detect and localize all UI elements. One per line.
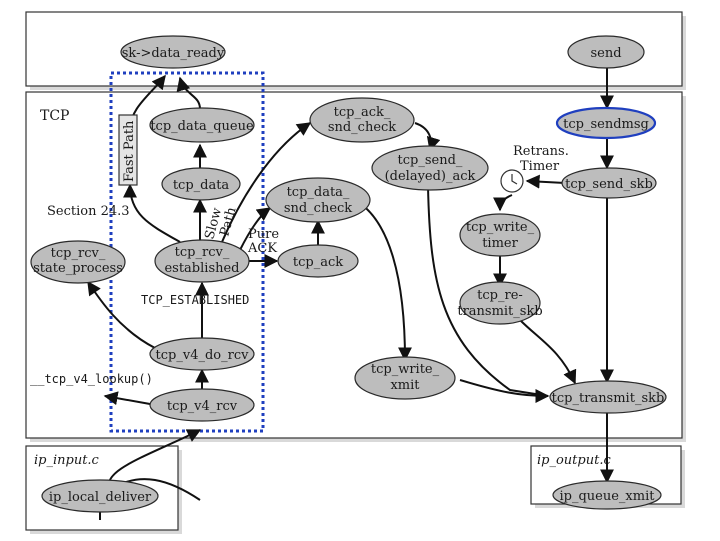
node-tcp-v4-rcv: tcp_v4_rcv xyxy=(149,388,255,422)
node-label: transmit_skb xyxy=(457,304,542,319)
node-label: tcp_transmit_skb xyxy=(552,391,665,406)
node-label: tcp_data_queue xyxy=(150,119,254,134)
node-send: send xyxy=(567,35,645,69)
node-label: tcp_send_skb xyxy=(565,177,653,192)
node-label: sk->data_ready xyxy=(122,46,225,61)
node-label: snd_check xyxy=(328,120,396,135)
node-label: tcp_data_ xyxy=(287,185,350,200)
node-tcp-send-skb: tcp_send_skb xyxy=(561,167,657,199)
node-tcp-data: tcp_data xyxy=(161,167,241,201)
lookup-label: __tcp_v4_lookup() xyxy=(30,372,153,386)
node-label: tcp_rcv_ xyxy=(51,246,106,261)
timer-clock-icon xyxy=(500,169,524,193)
node-label: (delayed)_ack xyxy=(385,169,476,184)
section-label: Section 24.3 xyxy=(47,204,130,219)
node-tcp-ack-snd-check: tcp_ack_ snd_check xyxy=(309,97,415,143)
edges xyxy=(87,65,614,520)
node-ip-queue-xmit: ip_queue_xmit xyxy=(552,480,662,510)
node-tcp-write-timer: tcp_write_ timer xyxy=(459,213,541,257)
node-tcp-send-delayed-ack: tcp_send_ (delayed)_ack xyxy=(371,145,489,191)
node-label: ip_queue_xmit xyxy=(560,489,656,504)
node-tcp-ack: tcp_ack xyxy=(277,244,359,278)
node-label: send xyxy=(590,46,621,61)
node-label: established xyxy=(164,261,239,276)
node-label: ip_local_deliver xyxy=(49,490,152,505)
node-tcp-retransmit-skb: tcp_re- transmit_skb xyxy=(457,281,543,325)
tcp-established-label: TCP_ESTABLISHED xyxy=(141,293,249,307)
retrans-timer-label-2: Timer xyxy=(520,159,560,174)
ip-input-label: ip_input.c xyxy=(34,453,100,468)
tcp-region-label: TCP xyxy=(40,108,69,124)
node-label: snd_check xyxy=(284,201,352,216)
node-tcp-write-xmit: tcp_write_ xmit xyxy=(354,356,456,400)
node-label: tcp_ack_ xyxy=(334,105,391,120)
node-tcp-data-queue: tcp_data_queue xyxy=(149,107,255,143)
node-label: tcp_rcv_ xyxy=(175,245,230,260)
node-label: tcp_ack xyxy=(293,255,343,270)
pure-ack-label-1: Pure xyxy=(248,227,279,242)
node-tcp-rcv-state-process: tcp_rcv_ state_process xyxy=(30,240,126,284)
node-tcp-transmit-skb: tcp_transmit_skb xyxy=(549,380,667,414)
node-tcp-rcv-established: tcp_rcv_ established xyxy=(154,239,250,283)
node-tcp-sendmsg: tcp_sendmsg xyxy=(555,106,657,140)
ip-output-label: ip_output.c xyxy=(537,453,611,468)
node-label: tcp_sendmsg xyxy=(563,117,649,132)
node-label: tcp_write_ xyxy=(466,220,535,235)
node-label: tcp_write_ xyxy=(371,362,440,377)
fast-path-label: Fast Path xyxy=(122,120,137,182)
fast-path-tag: Fast Path xyxy=(118,114,138,186)
node-label: state_process xyxy=(33,261,123,276)
node-label: timer xyxy=(482,236,518,251)
node-label: tcp_v4_rcv xyxy=(167,399,238,414)
node-tcp-v4-do-rcv: tcp_v4_do_rcv xyxy=(149,337,255,371)
node-label: tcp_data xyxy=(173,178,230,193)
pure-ack-label-2: ACK xyxy=(247,241,277,256)
node-ip-local-deliver: ip_local_deliver xyxy=(41,479,159,513)
node-label: tcp_v4_do_rcv xyxy=(156,348,250,363)
node-tcp-data-snd-check: tcp_data_ snd_check xyxy=(265,177,371,223)
retrans-timer-label-1: Retrans. xyxy=(513,144,569,159)
node-label: tcp_re- xyxy=(477,288,523,303)
node-sk-data-ready: sk->data_ready xyxy=(120,35,226,69)
node-label: xmit xyxy=(390,378,420,393)
node-label: tcp_send_ xyxy=(398,153,463,168)
